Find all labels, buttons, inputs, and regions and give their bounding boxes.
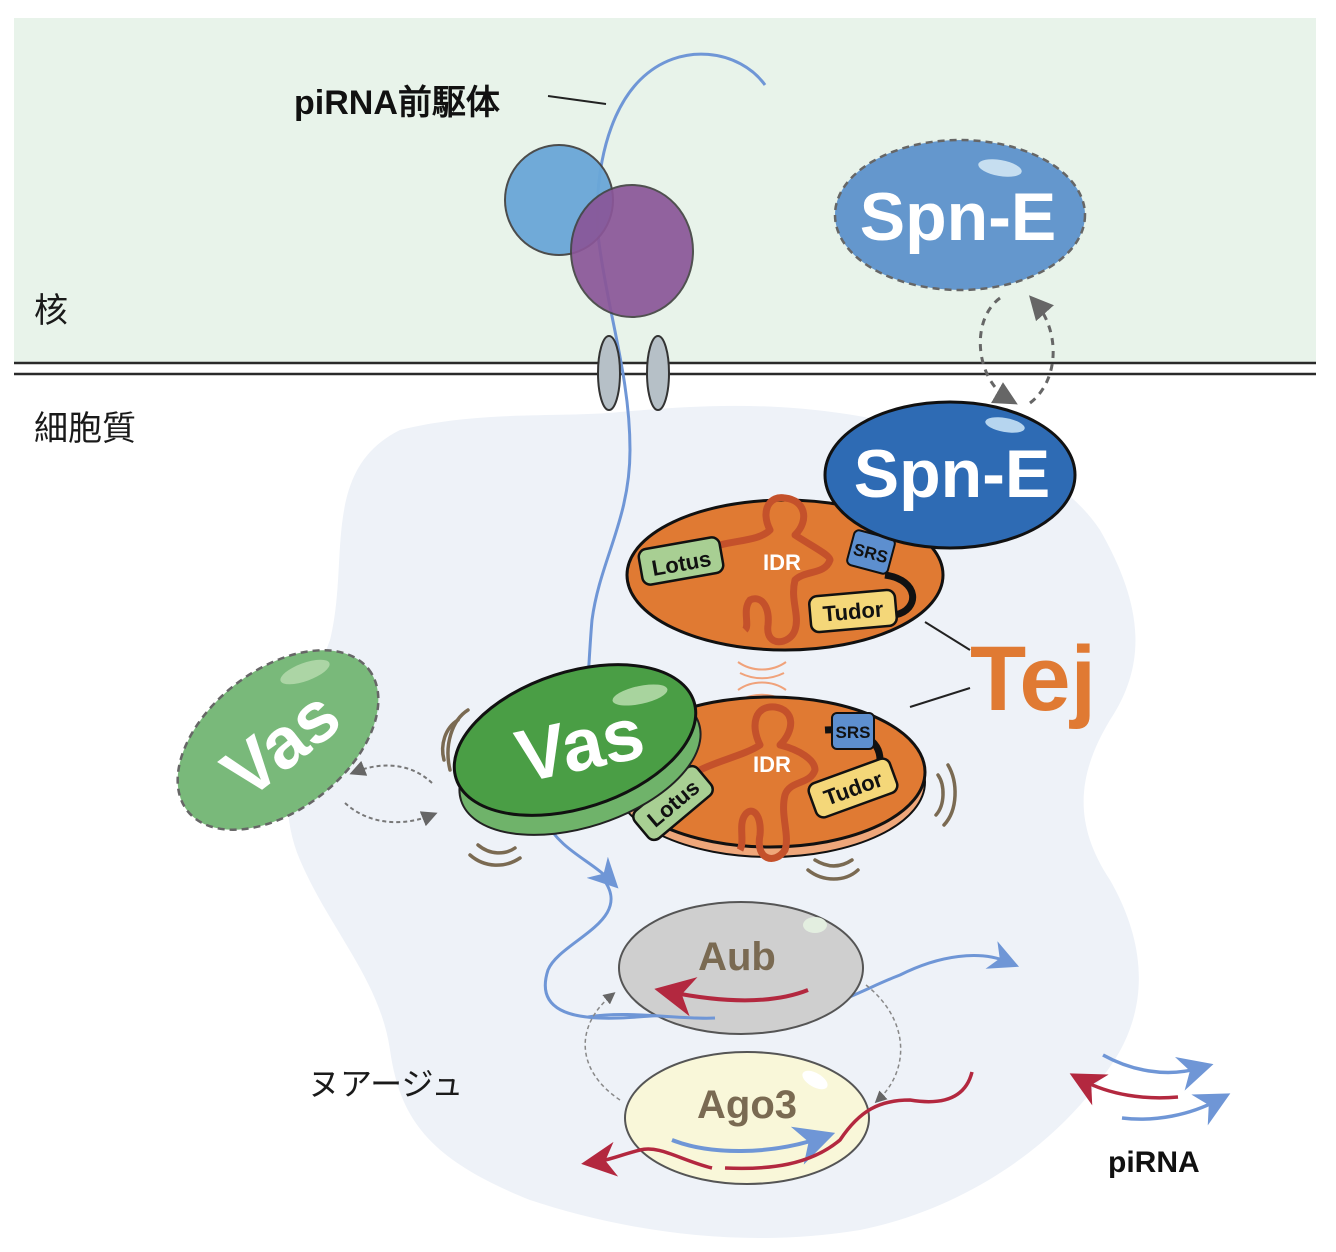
aub-label: Aub: [698, 935, 776, 979]
lotus-domain-upper: [637, 536, 725, 586]
purple-factor-circle: [570, 184, 694, 318]
ago3-label: Ago3: [697, 1083, 797, 1127]
aub-pirna-red: [654, 977, 809, 1017]
pirna-legend: piRNA: [1069, 1053, 1231, 1179]
spne-export-arrow: [1029, 295, 1055, 405]
idr-label-upper: IDR: [763, 550, 801, 575]
pirna-legend-label: piRNA: [1108, 1146, 1200, 1179]
nucleus-region: [14, 18, 1316, 363]
srs-label-lower: SRS: [836, 723, 871, 742]
tej-label: Tej: [970, 628, 1096, 730]
vibration-marks: [440, 708, 957, 881]
idr-loop-lower: [698, 703, 819, 862]
vas-release-arrow: [349, 760, 433, 784]
precursor-leader-line: [547, 95, 607, 105]
precursor-label: piRNA前駆体: [294, 84, 500, 122]
tudor-domain-upper: [808, 588, 898, 634]
idr-label-lower: IDR: [753, 752, 791, 777]
tej-leader-lower: [909, 687, 971, 708]
tej-leader-upper: [924, 621, 971, 651]
spne-nuclear: Spn-E: [833, 138, 1087, 292]
ago3: Ago3: [581, 1051, 974, 1185]
tej-upper: Lotus IDR SRS Tudor: [625, 494, 945, 652]
ago3-pirna-blue: [671, 1126, 836, 1165]
pingpong-arrow-left: [584, 992, 621, 1101]
spne-import-arrow: [978, 296, 1018, 405]
spne-bound-label: Spn-E: [854, 436, 1050, 512]
tudor-label-upper: Tudor: [822, 596, 885, 626]
nucleus-label: 核: [34, 291, 68, 331]
srs-domain-lower: [831, 712, 875, 750]
nuclear-pore-right: [646, 335, 670, 411]
vas-bound: Vas: [452, 663, 702, 836]
nuclear-pore-left: [597, 335, 621, 411]
idr-loop-upper: [719, 494, 834, 646]
spne-bound: Spn-E: [823, 400, 1077, 550]
tudor-domain-lower: [807, 757, 899, 819]
spne-nuclear-label: Spn-E: [860, 179, 1056, 255]
pingpong-arrow-right: [865, 984, 902, 1104]
nuage-label: ヌアージュ: [308, 1065, 463, 1103]
vas-bind-arrow: [344, 802, 438, 827]
aub: Aub: [587, 901, 864, 1035]
cytoplasm-label: 細胞質: [34, 409, 136, 449]
